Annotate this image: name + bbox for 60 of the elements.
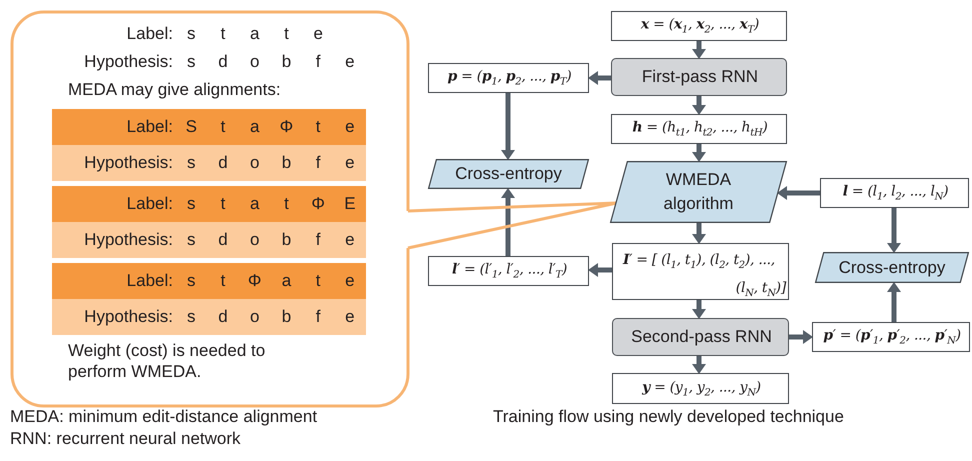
formula-text: I′ = [ (l$_{1}$, t$_{1}$), (l$_{2}$, t$_{2}$), ..., (l$_{N}$, t$_{N}$)] (623, 251, 786, 301)
formula-text: y = (y$_{1}$, y$_{2}$, ..., y$_{N}$) (641, 379, 762, 398)
arrow (692, 300, 706, 319)
alignment-line: Label: S t a Φ t e (126, 117, 356, 137)
formula-text: p = (p$_{1}$, p$_{2}$, ..., p$_{T}$) (446, 68, 572, 88)
alignment-line: Label: s t Φ a t e (126, 271, 356, 291)
formula-text: l = (l$_{1}$, l$_{2}$, ..., l$_{N}$) (842, 184, 950, 202)
arrow (588, 71, 611, 85)
hypothesis-row-band (52, 299, 366, 335)
arrow (692, 223, 706, 244)
node-label: Cross-entropy (454, 164, 563, 184)
formula-box (611, 114, 787, 144)
alignment-line: Hypothesis: s d o b f e (83, 52, 356, 72)
formula-text: p′ = (p′$_{1}$, p′$_{2}$, ..., p′$_{N}$) (822, 328, 962, 346)
alignment-line: Hypothesis: s d o b f e (83, 307, 356, 327)
arrow (692, 144, 706, 162)
label-row-band (52, 186, 366, 222)
formula-box (428, 256, 589, 286)
arrow (777, 186, 820, 200)
note-text: Weight (cost) is needed to perform WMEDA. (68, 340, 266, 382)
abbreviation-note: MEDA: minimum edit-distance alignment (10, 407, 318, 427)
arrow (501, 188, 515, 256)
arrow (692, 356, 706, 374)
label-row-band (52, 263, 366, 299)
hypothesis-row-band (52, 222, 366, 258)
formula-text: h = (h$_{t1}$, h$_{t2}$, ..., h$_{tH}$) (631, 120, 769, 138)
alignment-line: Label: s t a t Φ E (126, 194, 357, 214)
formula-box (611, 11, 787, 41)
node-label: WMEDA algorithm (662, 169, 734, 215)
arrow (789, 330, 813, 344)
formula-text: l′ = (l′$_{1}$, l′$_{2}$, ..., l′$_{T}$) (451, 262, 568, 280)
hypothesis-row-band (52, 145, 366, 181)
alignment-line: Label: s t a t e (126, 24, 324, 44)
arrow (692, 41, 706, 59)
arrow (887, 282, 901, 322)
caption-text: Training flow using newly developed technique (493, 407, 844, 427)
formula-box (612, 243, 789, 300)
abbreviation-note: RNN: recurrent neural network (10, 429, 241, 449)
label-row-band (52, 109, 366, 145)
arrow (887, 208, 901, 253)
rnn-box (611, 58, 787, 96)
callout-box (12, 12, 408, 406)
formula-box (812, 322, 970, 352)
arrow (588, 263, 612, 277)
formula-box (820, 178, 969, 208)
node-label: Cross-entropy (838, 258, 946, 278)
formula-box (612, 373, 789, 404)
node-label: First-pass RNN (640, 67, 760, 87)
rnn-box (612, 318, 789, 356)
process-parallelogram (610, 161, 787, 223)
process-parallelogram (428, 159, 589, 189)
note-text: MEDA may give alignments: (68, 79, 282, 100)
process-parallelogram (815, 252, 969, 283)
formula-text: x = (x$_{1}$, x$_{2}$, ..., x$_{T}$) (640, 16, 760, 36)
node-label: Second-pass RNN (630, 327, 773, 347)
arrow (501, 93, 515, 160)
alignment-line: Hypothesis: s d o b f e (83, 153, 356, 173)
arrow (692, 96, 706, 115)
alignment-line: Hypothesis: s d o b f e (83, 230, 356, 250)
formula-box (428, 63, 589, 93)
